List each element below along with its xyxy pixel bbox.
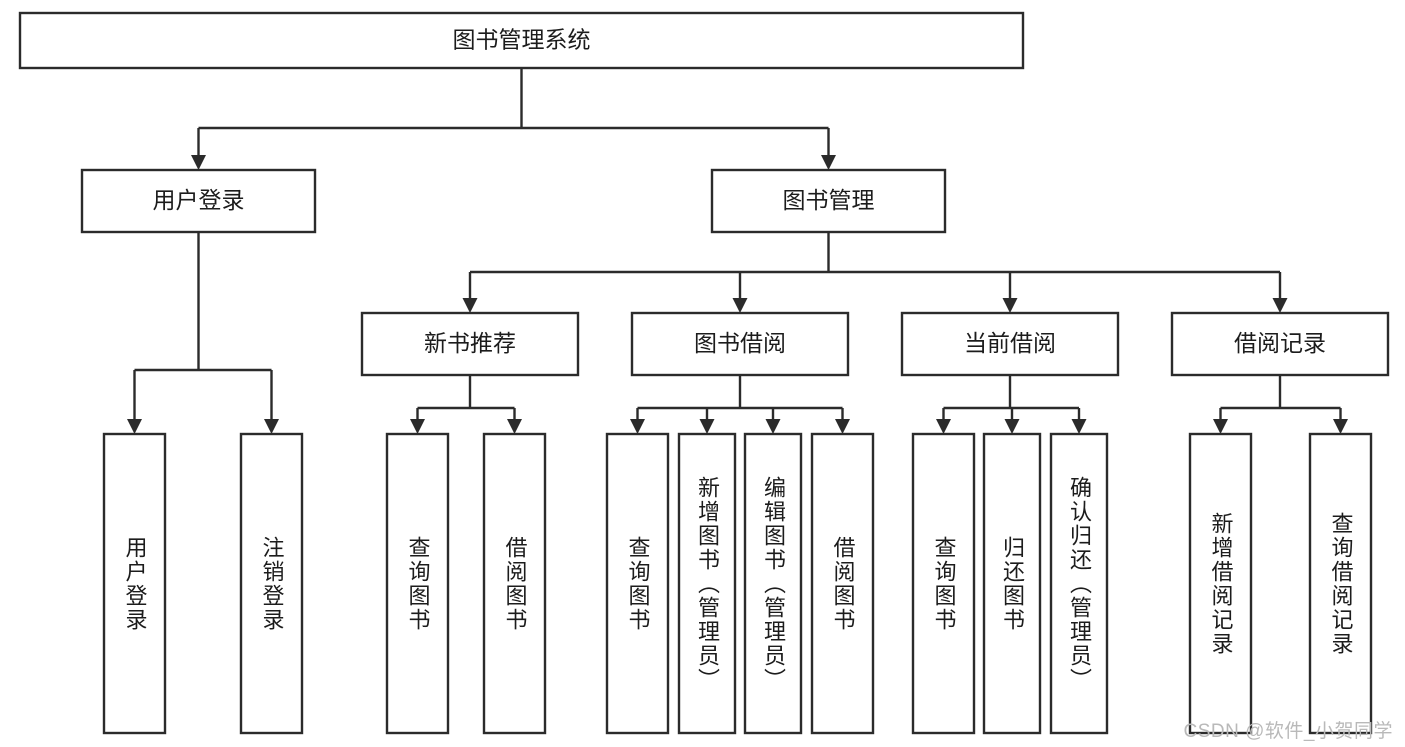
node-label-user-login: 用户登录 [153,187,245,213]
node-borrow-record[interactable]: 借阅记录 [1170,311,1390,377]
arrow-head-icon [699,419,715,434]
node-label-new-book-recommend: 新书推荐 [424,330,516,356]
node-leaf-query-book-3[interactable] [911,432,976,735]
connector-layer [127,68,1348,434]
arrow-head-icon [127,419,142,434]
node-current-borrow[interactable]: 当前借阅 [900,311,1120,377]
node-leaf-query-book-2[interactable] [605,432,670,735]
arrow-head-icon [821,155,836,170]
arrow-head-icon [507,419,522,434]
node-leaf-add-book[interactable] [677,432,737,735]
node-leaf-user-login[interactable] [102,432,167,735]
node-leaf-confirm-return[interactable] [1049,432,1109,735]
node-box-book-manage[interactable] [710,168,947,234]
node-box-leaf-query-record[interactable] [1308,432,1373,735]
node-box-leaf-borrow-book-2[interactable] [810,432,875,735]
arrow-head-icon [410,419,425,434]
node-leaf-query-book-1[interactable] [385,432,450,735]
node-label-current-borrow: 当前借阅 [964,330,1056,356]
arrow-head-icon [1272,298,1288,313]
node-box-leaf-user-login[interactable] [102,432,167,735]
node-box-leaf-return-book[interactable] [982,432,1042,735]
node-label-book-borrow: 图书借阅 [694,330,786,356]
arrow-head-icon [630,419,645,434]
node-label-borrow-record: 借阅记录 [1234,330,1326,356]
arrow-head-icon [1004,419,1020,434]
node-label-root: 图书管理系统 [453,27,591,53]
arrow-head-icon [1071,419,1087,434]
arrow-head-icon [765,419,781,434]
node-box-leaf-query-book-2[interactable] [605,432,670,735]
node-leaf-logout[interactable] [239,432,304,735]
node-box-root[interactable] [18,11,1025,70]
arrow-head-icon [835,419,850,434]
node-box-leaf-add-book[interactable] [677,432,737,735]
watermark-text: CSDN @软件_小贺同学 [1183,721,1393,742]
node-box-leaf-edit-book[interactable] [743,432,803,735]
node-box-leaf-confirm-return[interactable] [1049,432,1109,735]
arrow-head-icon [936,419,951,434]
node-box-leaf-borrow-book-1[interactable] [482,432,547,735]
node-leaf-borrow-book-1[interactable] [482,432,547,735]
node-box-leaf-query-book-3[interactable] [911,432,976,735]
node-leaf-add-record[interactable] [1188,432,1253,735]
node-box-current-borrow[interactable] [900,311,1120,377]
node-box-book-borrow[interactable] [630,311,850,377]
arrow-head-icon [1002,298,1018,313]
arrow-head-icon [1333,419,1348,434]
arrow-head-icon [462,298,478,313]
node-user-login[interactable]: 用户登录 [80,168,317,234]
arrow-head-icon [1213,419,1228,434]
node-box-user-login[interactable] [80,168,317,234]
node-leaf-return-book[interactable] [982,432,1042,735]
node-book-manage[interactable]: 图书管理 [710,168,947,234]
node-book-borrow[interactable]: 图书借阅 [630,311,850,377]
node-box-leaf-add-record[interactable] [1188,432,1253,735]
node-new-book-recommend[interactable]: 新书推荐 [360,311,580,377]
arrow-head-icon [264,419,279,434]
node-leaf-query-record[interactable] [1308,432,1373,735]
node-box-borrow-record[interactable] [1170,311,1390,377]
node-root[interactable]: 图书管理系统 [18,11,1025,70]
node-box-leaf-query-book-1[interactable] [385,432,450,735]
arrow-head-icon [732,298,748,313]
node-leaf-edit-book[interactable] [743,432,803,735]
arrow-head-icon [191,155,206,170]
node-box-leaf-logout[interactable] [239,432,304,735]
node-box-new-book-recommend[interactable] [360,311,580,377]
node-label-book-manage: 图书管理 [783,187,875,213]
node-leaf-borrow-book-2[interactable] [810,432,875,735]
